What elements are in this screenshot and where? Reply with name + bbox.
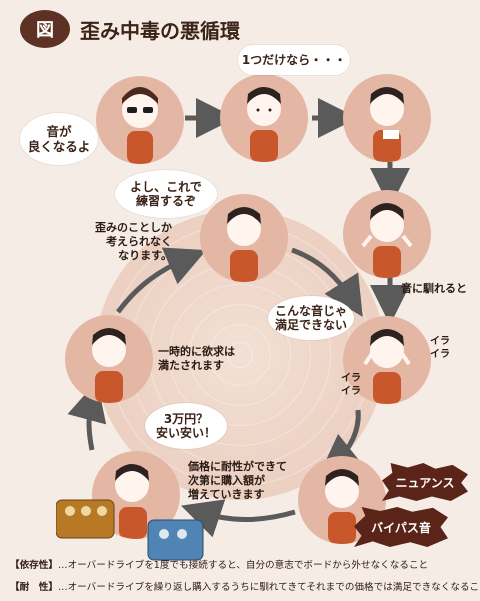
label-price-tolerance: 価格に耐性ができて 次第に購入額が 増えていきます bbox=[188, 460, 287, 501]
footer-text-tolerance: …オーバードライブを繰り返し購入するうちに馴れてきてそれまでの価格では満足できな… bbox=[57, 582, 480, 593]
title-area: 図 歪み中毒の悪循環 bbox=[20, 10, 240, 48]
person-node-irritated bbox=[343, 316, 431, 404]
person-node-one-only bbox=[220, 74, 308, 162]
footer-text-dependency: …オーバードライブを1度でも接続すると、自分の意志でボードから外せなくなること bbox=[57, 560, 429, 571]
bubble-lets-practice: よし、これで 練習するぞ bbox=[115, 170, 217, 218]
label-only-distortion: 歪みのことしか 考えられなく なります。 bbox=[95, 221, 172, 262]
arrow-curve-3 bbox=[67, 380, 107, 451]
bubble-sound-better: 音が 良くなるよ bbox=[20, 113, 98, 165]
sticker-bypass: バイパス音 bbox=[354, 507, 448, 547]
bubble-just-one: 1つだけなら・・・ bbox=[238, 45, 350, 75]
label-temporary-satisfaction: 一時的に欲求は 満たされます bbox=[158, 345, 235, 372]
arrow-curve-1 bbox=[319, 409, 364, 475]
bubble-not-satisfied: こんな音じゃ 満足できない bbox=[268, 296, 354, 340]
footer-line-dependency: 【依存性】…オーバードライブを1度でも接続すると、自分の意志でボードから外せなく… bbox=[10, 557, 470, 571]
figure-badge: 図 bbox=[20, 10, 70, 48]
label-irritation-2: イラ イラ bbox=[341, 373, 361, 397]
footer-key-dependency: 【依存性】 bbox=[10, 560, 58, 571]
person-node-thinking bbox=[343, 74, 431, 162]
arrow-curve-2 bbox=[181, 499, 296, 538]
person-node-sunglasses bbox=[96, 76, 184, 164]
arrow-curve-5 bbox=[291, 247, 363, 317]
arrow-curve-4 bbox=[115, 247, 207, 314]
footer-key-tolerance: 【耐 性】 bbox=[10, 582, 58, 593]
person-node-satisfied bbox=[65, 315, 153, 403]
bubble-cheap: 3万円？ 安い安い！ bbox=[145, 403, 227, 449]
person-node-shrug bbox=[343, 190, 431, 278]
page-title: 歪み中毒の悪循環 bbox=[80, 18, 240, 43]
label-used-to-sound: 音に馴れると bbox=[401, 282, 467, 295]
person-node-determined bbox=[200, 194, 288, 282]
pedals-illustration bbox=[56, 499, 204, 561]
sticker-nuance: ニュアンス bbox=[382, 463, 468, 501]
label-irritation-1: イラ イラ bbox=[430, 336, 450, 360]
footer-line-tolerance: 【耐 性】…オーバードライブを繰り返し購入するうちに馴れてきてそれまでの価格では… bbox=[10, 579, 480, 593]
